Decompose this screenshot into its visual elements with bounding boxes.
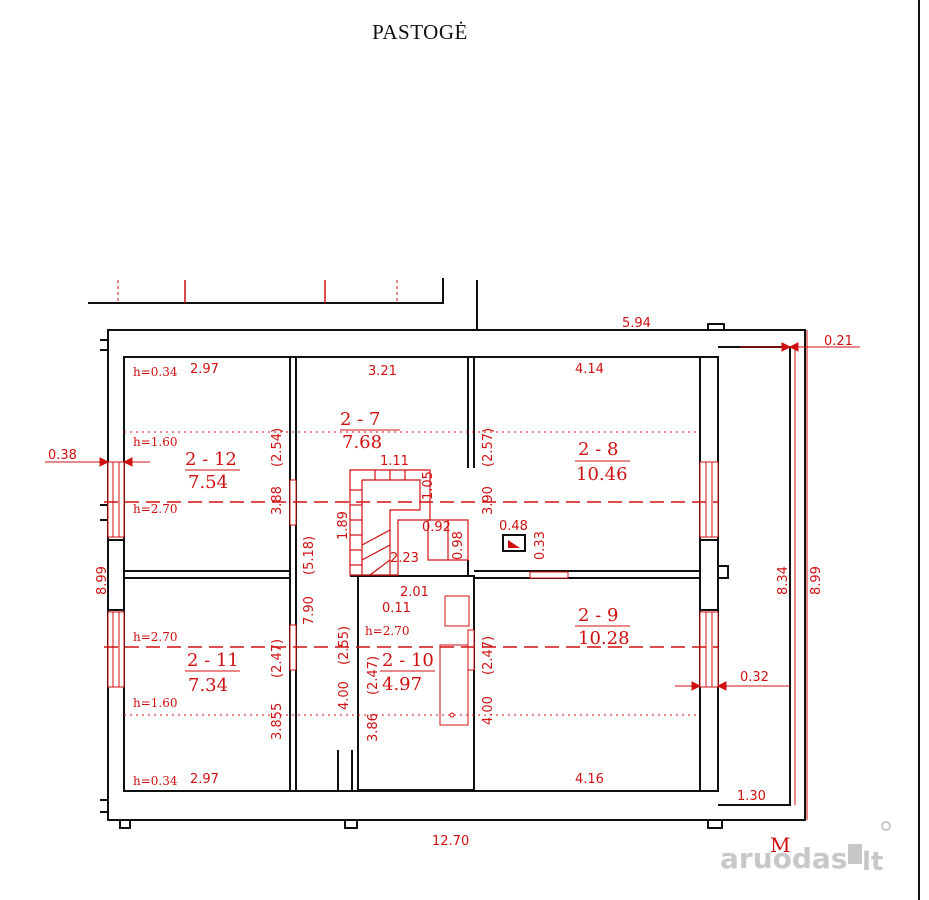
height-label: h=0.34 — [133, 365, 178, 379]
dim-top: 5.94 — [622, 316, 651, 331]
dim-vertical: (5.18) — [302, 536, 317, 575]
dim-vertical: (2.47) — [481, 636, 496, 675]
room-2-7-area: 7.68 — [342, 432, 382, 453]
dim-width: 4.14 — [575, 362, 604, 377]
dim-vertical: 7.90 — [302, 596, 317, 625]
dim-vertical: (2.54) — [270, 428, 285, 467]
windows — [107, 461, 729, 688]
room-2-10-area: 4.97 — [382, 674, 422, 695]
bath-fixtures — [439, 595, 470, 726]
staircase — [349, 469, 469, 576]
dim-vertical: (2.57) — [481, 428, 496, 467]
dim-stair: 2.23 — [390, 551, 419, 566]
height-lines — [104, 431, 718, 716]
dim-vertical: (2.55) — [337, 626, 352, 665]
room-2-8-area: 10.46 — [576, 464, 628, 485]
room-2-12-id: 2 - 12 — [185, 449, 237, 470]
room-2-9-area: 10.28 — [578, 628, 630, 649]
room-2-11-id: 2 - 11 — [187, 650, 239, 671]
dim-stair: 0.98 — [451, 531, 466, 560]
watermark-logo: aruodas lt — [720, 821, 891, 877]
dim-right-window: 0.32 — [740, 670, 769, 685]
dim-chimney: 0.48 — [499, 519, 528, 534]
room-2-7-id: 2 - 7 — [340, 409, 380, 430]
dim-width: 2.97 — [190, 362, 219, 377]
dim-width: 0.11 — [382, 601, 411, 616]
dim-stair: 1.05 — [421, 471, 436, 500]
room-2-8-id: 2 - 8 — [578, 439, 618, 460]
dimension-lines — [45, 330, 860, 820]
height-label: h=1.60 — [133, 696, 178, 710]
dim-right-total: 8.99 — [809, 566, 824, 595]
room-2-9-id: 2 - 9 — [578, 605, 618, 626]
dim-stair: 1.11 — [380, 454, 409, 469]
plan-title: PASTOGĖ — [372, 20, 468, 44]
compass-mark: M — [770, 833, 790, 857]
height-label: h=2.70 — [133, 630, 178, 644]
adjacent-structure — [88, 278, 478, 330]
dim-width: 2.01 — [400, 585, 429, 600]
dim-vertical: 4.00 — [481, 696, 496, 725]
dim-vertical: (2.47) — [270, 639, 285, 678]
height-label: h=0.34 — [133, 774, 178, 788]
dim-stair: 1.89 — [336, 511, 351, 540]
dim-width: 4.16 — [575, 772, 604, 787]
chimney — [502, 534, 526, 552]
dim-right-wall: 0.21 — [824, 334, 853, 349]
dim-width: 3.21 — [368, 364, 397, 379]
dim-vertical: 4.00 — [337, 681, 352, 710]
dim-vertical: (2.47) — [366, 656, 381, 695]
dim-left-total: 8.99 — [95, 566, 110, 595]
height-label: h=1.60 — [133, 435, 178, 449]
dim-width: 2.97 — [190, 772, 219, 787]
dim-vertical: 3.86 — [366, 713, 381, 742]
room-2-10-id: 2 - 10 — [382, 650, 434, 671]
height-label: h=2.70 — [133, 502, 178, 516]
dim-stair: 0.92 — [422, 520, 451, 535]
interior-walls — [124, 357, 719, 791]
svg-text:aruodas: aruodas — [720, 842, 847, 875]
dim-bottom: 12.70 — [432, 834, 469, 849]
dim-left-wall: 0.38 — [48, 448, 77, 463]
room-2-11-area: 7.34 — [188, 675, 228, 696]
height-label: h=2.70 — [365, 624, 410, 638]
dim-vertical: 3.855 — [270, 703, 285, 740]
svg-text:lt: lt — [862, 847, 883, 877]
dim-chimney: 0.33 — [533, 531, 548, 560]
dim-width: 1.30 — [737, 789, 766, 804]
dim-right-inner: 8.34 — [776, 566, 791, 595]
room-2-12-area: 7.54 — [188, 472, 228, 493]
dim-vertical: 3.88 — [270, 486, 285, 515]
dim-vertical: 3.90 — [481, 486, 496, 515]
